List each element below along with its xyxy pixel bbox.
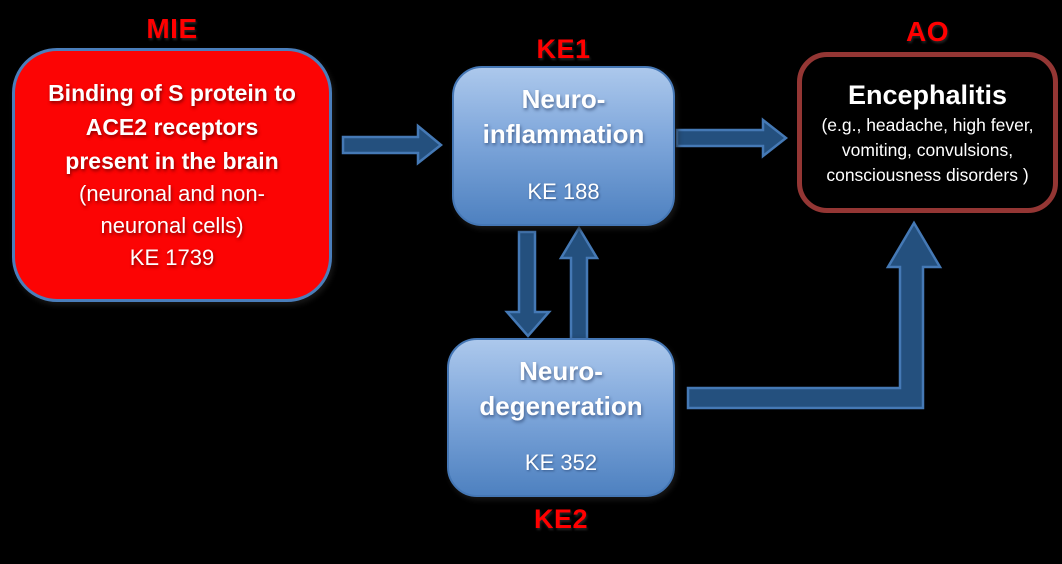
ke1-ke-id: KE 188 xyxy=(527,179,600,204)
ke2-title-line-2: degeneration xyxy=(479,391,643,421)
ao-detail-line-2: vomiting, convulsions, xyxy=(841,140,1014,160)
arrow-mie-to-ke1 xyxy=(341,123,443,166)
ao-node: Encephalitis (e.g., headache, high fever… xyxy=(797,52,1058,213)
ke1-title-line-2: inflammation xyxy=(482,119,645,149)
arrow-ke1-to-ke2-down xyxy=(504,230,552,338)
arrow-ke2-to-ke1-up xyxy=(558,225,600,342)
mie-label: MIE xyxy=(146,13,198,44)
ke2-node: Neuro- degeneration KE 352 xyxy=(447,338,675,497)
arrow-ke2-to-ao-elbow xyxy=(686,220,943,410)
mie-title-line-3: present in the brain xyxy=(65,148,279,174)
ao-detail-line-1: (e.g., headache, high fever, xyxy=(821,115,1034,135)
ke2-label: KE2 xyxy=(533,504,589,534)
ke2-ke-id: KE 352 xyxy=(524,450,598,475)
mie-title-line-1: Binding of S protein to xyxy=(48,80,296,106)
ao-label: AO xyxy=(906,16,949,47)
arrow-ke1-to-ao xyxy=(675,117,789,159)
ke1-node: Neuro- inflammation KE 188 xyxy=(452,66,675,226)
ke1-title-line-1: Neuro- xyxy=(521,84,606,114)
mie-ke-id: KE 1739 xyxy=(129,245,215,270)
ke1-label: KE1 xyxy=(536,34,591,64)
ke2-title-line-1: Neuro- xyxy=(519,356,603,386)
mie-subtitle-line-1: (neuronal and non- xyxy=(79,181,265,206)
ao-title: Encephalitis xyxy=(847,80,1008,110)
mie-node: Binding of S protein to ACE2 receptors p… xyxy=(12,48,332,302)
mie-title-line-2: ACE2 receptors xyxy=(85,114,259,140)
mie-subtitle-line-2: neuronal cells) xyxy=(100,213,244,238)
ao-detail-line-3: consciousness disorders ) xyxy=(826,165,1029,185)
